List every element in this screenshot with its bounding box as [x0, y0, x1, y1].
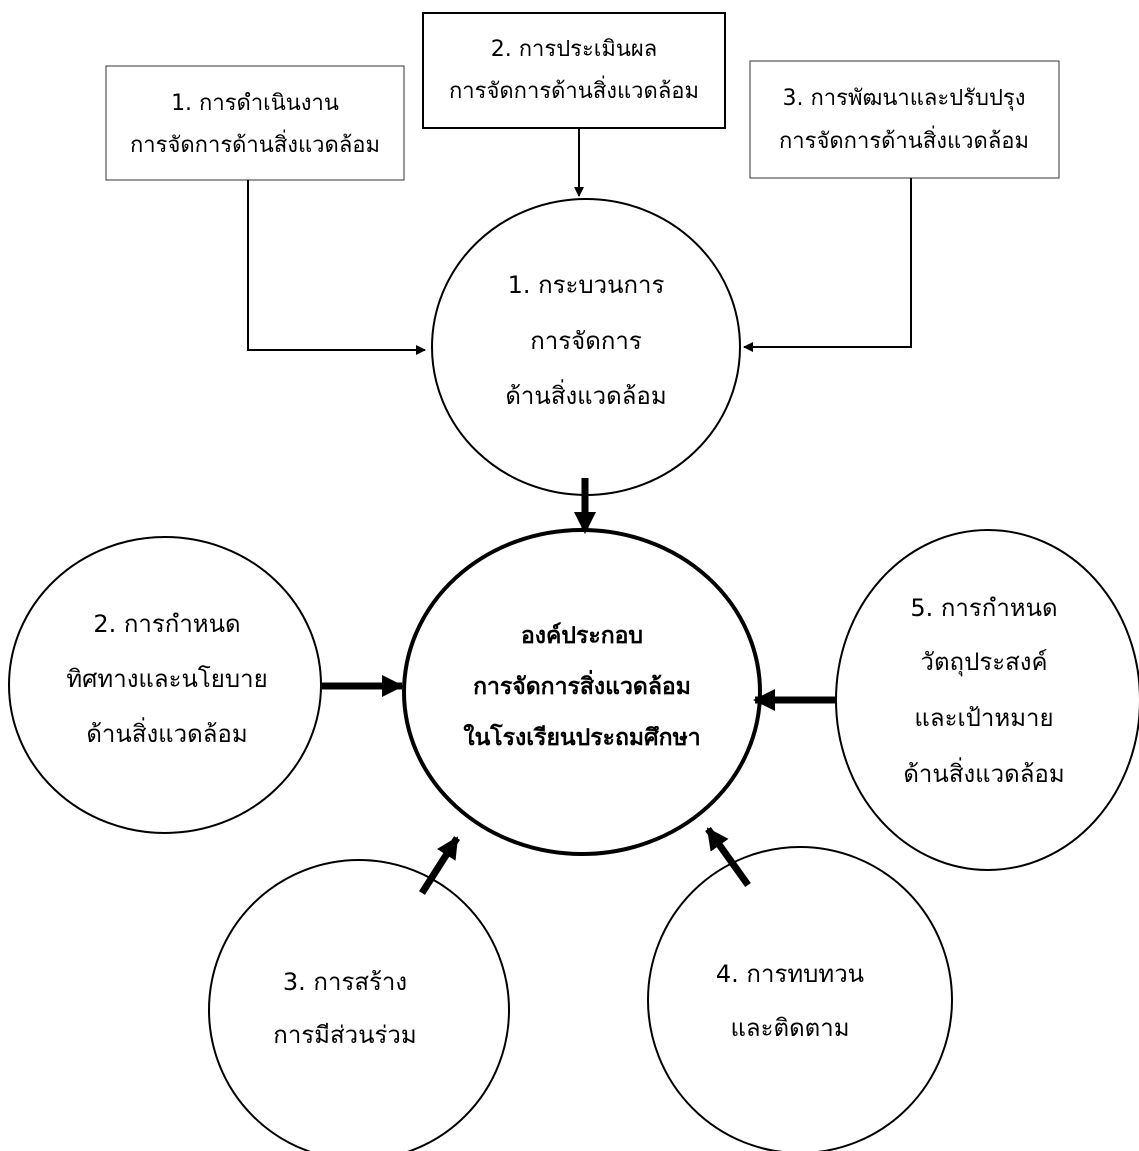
arrow-bottom-left-to-center — [419, 836, 460, 895]
arrow-bottom-right-to-center — [705, 826, 751, 888]
bottom-right-circle-line1: 4. การทบทวน — [716, 960, 864, 988]
connector-box1-to-process — [247, 180, 426, 355]
center-circle-line2: การจัดการสิ่งแวดล้อม — [473, 669, 691, 700]
left-circle-line3: ด้านสิ่งแวดล้อม — [86, 717, 247, 748]
top-box-3-line2: การจัดการด้านสิ่งแวดล้อม — [779, 125, 1029, 154]
process-circle-line1: 1. กระบวนการ — [508, 271, 665, 299]
top-box-1: 1. การดำเนินงาน การจัดการด้านสิ่งแวดล้อม — [105, 65, 405, 181]
right-circle-line4: ด้านสิ่งแวดล้อม — [903, 757, 1064, 788]
top-box-1-line1: 1. การดำเนินงาน — [171, 91, 339, 116]
left-circle-line2: ทิศทางและนโยบาย — [66, 665, 267, 693]
top-box-2-line2: การจัดการด้านสิ่งแวดล้อม — [449, 75, 699, 104]
right-circle-line3: และเป้าหมาย — [914, 704, 1053, 732]
bottom-right-circle: 4. การทบทวน และติดตาม — [647, 846, 953, 1151]
bottom-left-circle-line2: การมีส่วนร่วม — [273, 1021, 416, 1049]
left-circle-line1: 2. การกำหนด — [93, 610, 240, 638]
bottom-left-circle-line1: 3. การสร้าง — [283, 968, 407, 996]
process-circle: 1. กระบวนการ การจัดการ ด้านสิ่งแวดล้อม — [431, 198, 741, 496]
top-box-3: 3. การพัฒนาและปรับปรุง การจัดการด้านสิ่ง… — [749, 60, 1060, 179]
right-circle: 5. การกำหนด วัตถุประสงค์ และเป้าหมาย ด้า… — [835, 529, 1139, 871]
top-box-3-line1: 3. การพัฒนาและปรับปรุง — [783, 86, 1026, 111]
connector-box3-to-process — [743, 178, 912, 352]
left-circle: 2. การกำหนด ทิศทางและนโยบาย ด้านสิ่งแวดล… — [8, 536, 322, 834]
center-circle-line1: องค์ประกอบ — [521, 622, 643, 649]
bottom-right-circle-line2: และติดตาม — [730, 1014, 849, 1042]
process-circle-line2: การจัดการ — [530, 327, 642, 355]
process-circle-line3: ด้านสิ่งแวดล้อม — [505, 379, 666, 410]
top-box-2-line1: 2. การประเมินผล — [491, 37, 658, 62]
right-circle-line2: วัตถุประสงค์ — [920, 648, 1047, 677]
bottom-left-circle: 3. การสร้าง การมีส่วนร่วม — [208, 859, 510, 1151]
center-circle: องค์ประกอบ การจัดการสิ่งแวดล้อม ในโรงเรี… — [402, 528, 762, 856]
top-box-2: 2. การประเมินผล การจัดการด้านสิ่งแวดล้อม — [422, 12, 726, 129]
center-circle-line3: ในโรงเรียนประถมศึกษา — [463, 723, 700, 751]
top-box-1-line2: การจัดการด้านสิ่งแวดล้อม — [130, 129, 380, 158]
right-circle-line1: 5. การกำหนด — [910, 594, 1057, 622]
